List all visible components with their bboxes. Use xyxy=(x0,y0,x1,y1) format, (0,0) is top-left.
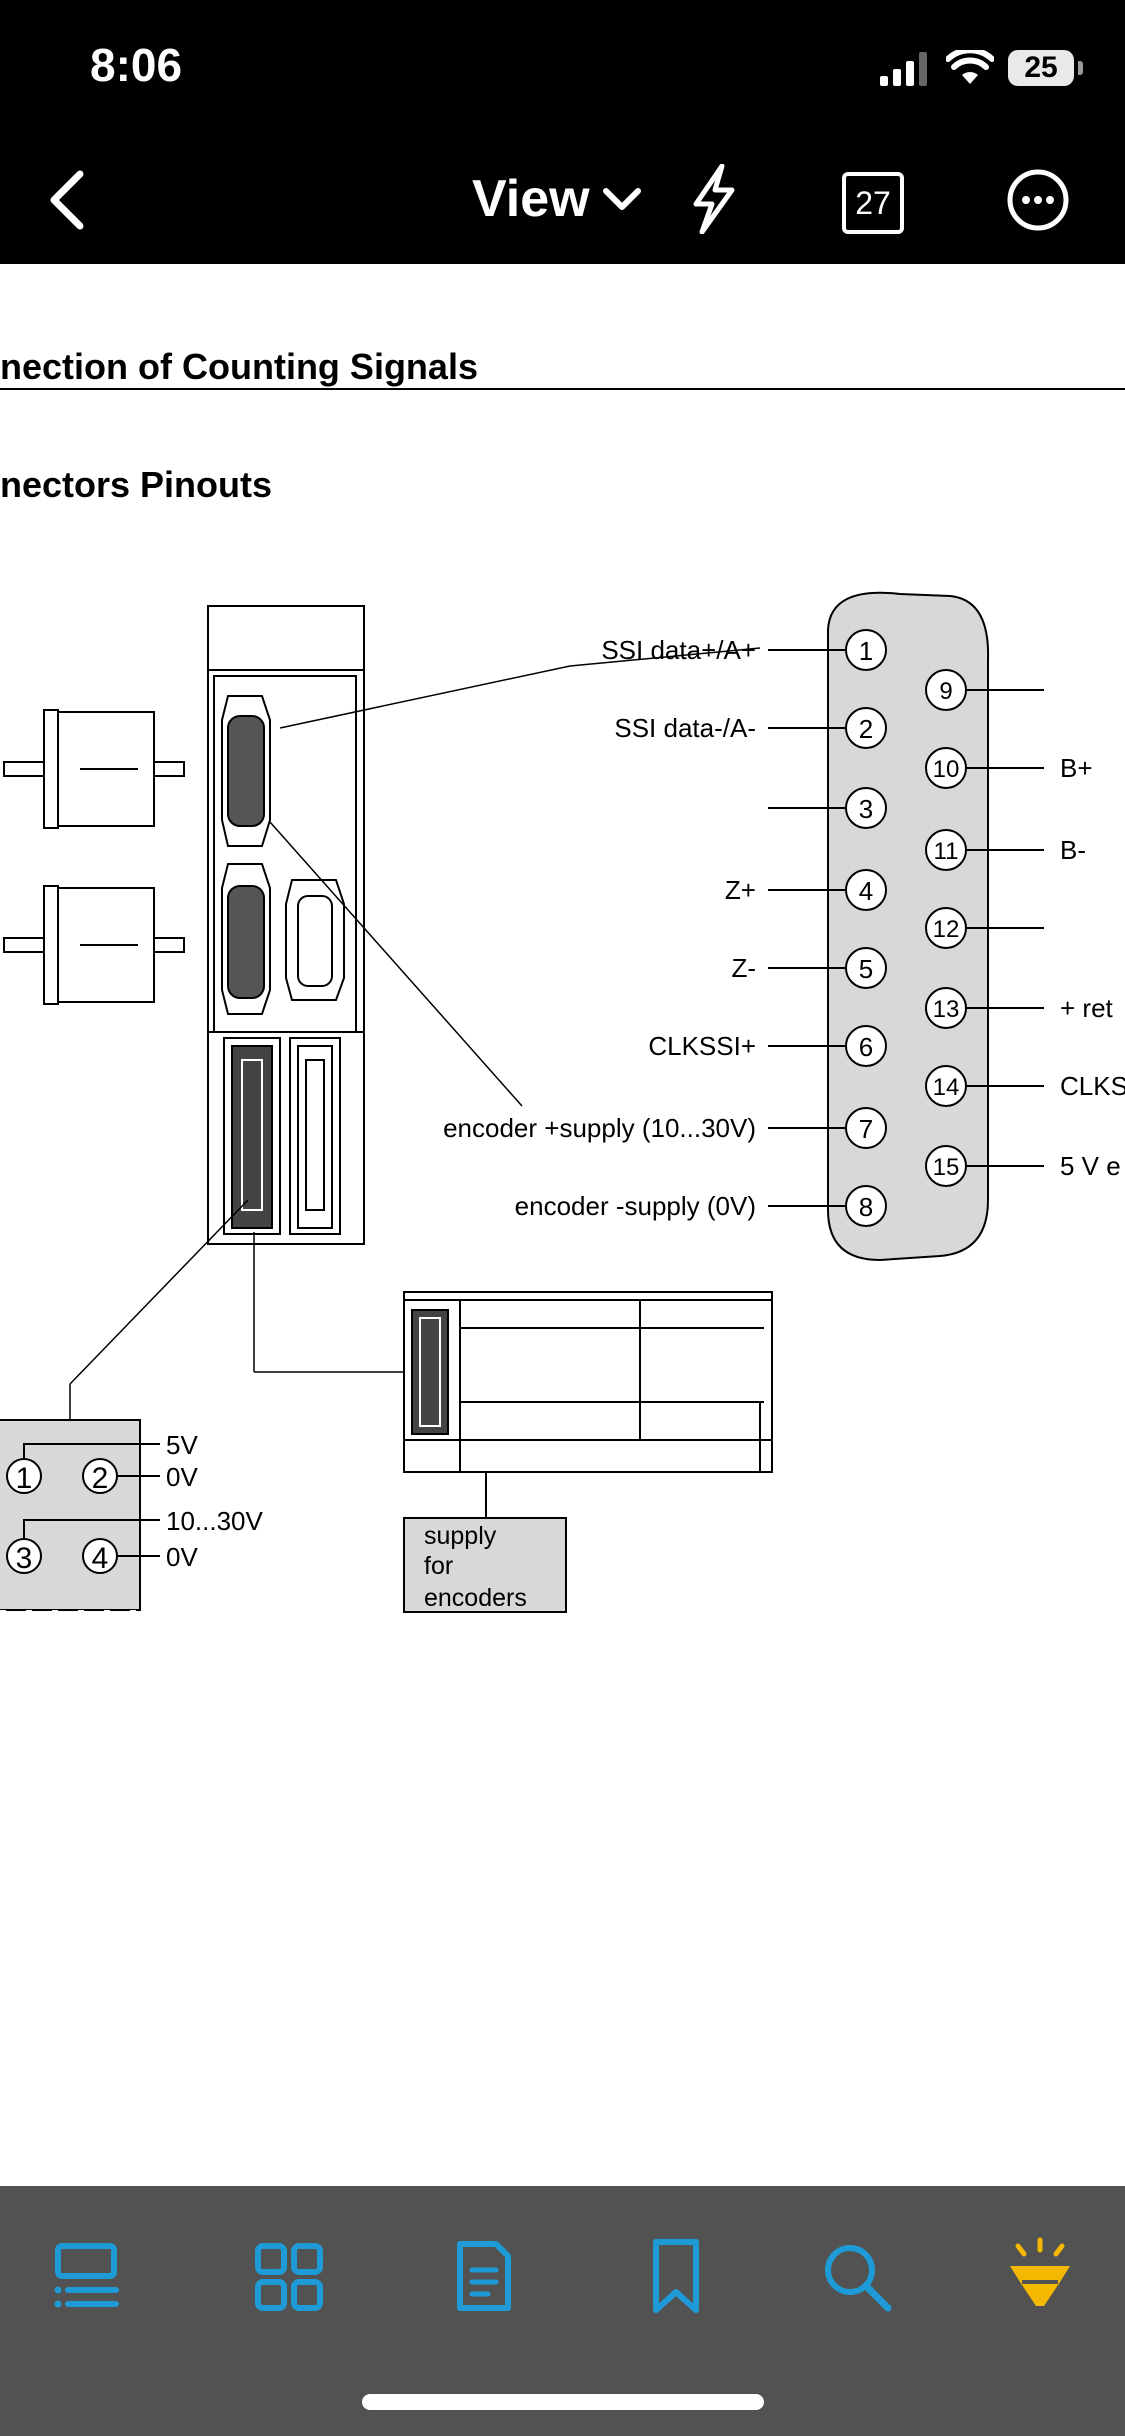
pin-label: SSI data+/A+ xyxy=(601,635,756,665)
pin-circle xyxy=(845,629,887,671)
heading-rule xyxy=(0,388,1125,390)
pin-label: CLKSSI+ xyxy=(648,1031,756,1061)
terminal-label-5v: 5V xyxy=(166,1430,198,1460)
pin-label: B+ xyxy=(1060,753,1093,783)
pin-label: Z+ xyxy=(725,875,756,905)
wifi-icon xyxy=(946,50,994,84)
pin-label: + ret xyxy=(1060,993,1114,1023)
section-heading: nection of Counting Signals xyxy=(0,346,478,387)
terminal-pin-3: 3 xyxy=(16,1542,33,1575)
highlighter-icon[interactable] xyxy=(1000,2236,1080,2316)
pin-number: 12 xyxy=(933,916,960,943)
terminal-label-0v-a: 0V xyxy=(166,1462,198,1492)
view-label: View xyxy=(472,170,590,228)
pin-label: 5 V e xyxy=(1060,1151,1121,1181)
pin-number: 14 xyxy=(933,1074,960,1101)
terminal-block xyxy=(0,1419,160,1614)
status-time: 8:06 xyxy=(90,39,183,91)
top-bar: 8:06 25 View 27 xyxy=(0,0,1125,264)
pin-number: 15 xyxy=(933,1154,960,1181)
pin-label: CLKS xyxy=(1060,1071,1125,1101)
terminal-pin-4: 4 xyxy=(92,1542,109,1575)
section-subheading: nectors Pinouts xyxy=(0,464,273,505)
module-body xyxy=(207,605,365,1245)
home-indicator xyxy=(362,2394,764,2410)
supply-label-line-1: supply xyxy=(424,1522,497,1550)
page-number-button[interactable]: 27 xyxy=(842,172,904,234)
encoder-2 xyxy=(3,885,185,1005)
battery-icon: 25 xyxy=(1008,50,1074,86)
battery-level: 25 xyxy=(1024,51,1058,84)
pin-circle xyxy=(845,1185,887,1227)
document-icon[interactable] xyxy=(444,2236,524,2316)
power-supply-unit xyxy=(403,1291,773,1613)
pin-label: encoder +supply (10...30V) xyxy=(443,1113,756,1143)
terminal-label-0v-b: 0V xyxy=(166,1542,198,1572)
pin-number: 3 xyxy=(859,794,873,824)
pin-circle xyxy=(845,707,887,749)
supply-label-line-2: for xyxy=(424,1552,453,1580)
pin-circle xyxy=(845,1025,887,1067)
pin-number: 9 xyxy=(939,678,952,705)
bookmark-icon[interactable] xyxy=(636,2236,716,2316)
right-pin-group: 9 10 B+ 11 B- 12 13 + ret 14 CLKS 15 5 V e xyxy=(925,669,1125,1187)
ellipsis-circle-icon[interactable] xyxy=(1006,168,1070,232)
view-menu-button[interactable]: View xyxy=(472,166,642,232)
signal-icon xyxy=(880,52,927,86)
pin-number: 13 xyxy=(933,996,960,1023)
pin-number: 11 xyxy=(934,838,959,865)
pin-number: 6 xyxy=(859,1032,873,1062)
terminal-pin-1: 1 xyxy=(16,1462,33,1495)
thumbnails-grid-icon[interactable] xyxy=(248,2236,328,2316)
pinout-diagram: 1 SSI data+/A+ 2 SSI data-/A- 3 4 Z+ 5 Z- 6 CLKSSI… xyxy=(0,591,1125,1614)
pin-label: encoder -supply (0V) xyxy=(515,1191,756,1221)
document-page: nection of Counting Signals nectors Pino… xyxy=(0,264,1125,2184)
outline-list-icon[interactable] xyxy=(46,2236,126,2316)
pin-circle xyxy=(845,947,887,989)
pin-label: B- xyxy=(1060,835,1086,865)
pin-number: 10 xyxy=(933,756,960,783)
left-pin-group: 1 SSI data+/A+ 2 SSI data-/A- 3 4 Z+ 5 Z- 6 CLKSSI… xyxy=(443,629,887,1227)
search-icon[interactable] xyxy=(816,2236,896,2316)
leader-lines xyxy=(69,647,761,1420)
chevron-down-icon xyxy=(602,188,641,210)
pin-number: 8 xyxy=(859,1192,873,1222)
pin-circle xyxy=(845,1107,887,1149)
pin-number: 7 xyxy=(859,1114,873,1144)
terminal-label-10-30v: 10...30V xyxy=(166,1506,264,1536)
encoder-1 xyxy=(3,709,185,829)
chevron-left-icon[interactable] xyxy=(44,168,94,232)
pin-circle xyxy=(845,869,887,911)
pin-number: 5 xyxy=(859,954,873,984)
pin-number: 2 xyxy=(859,714,873,744)
lightning-icon[interactable] xyxy=(688,164,738,234)
terminal-pin-2: 2 xyxy=(92,1462,109,1495)
pin-number: 1 xyxy=(859,636,873,666)
battery-tip xyxy=(1078,61,1083,75)
supply-label-line-3: encoders xyxy=(424,1584,527,1612)
pin-label: Z- xyxy=(731,953,756,983)
pin-label: SSI data-/A- xyxy=(614,713,756,743)
pin-number: 4 xyxy=(859,876,873,906)
pin-circle xyxy=(845,787,887,829)
